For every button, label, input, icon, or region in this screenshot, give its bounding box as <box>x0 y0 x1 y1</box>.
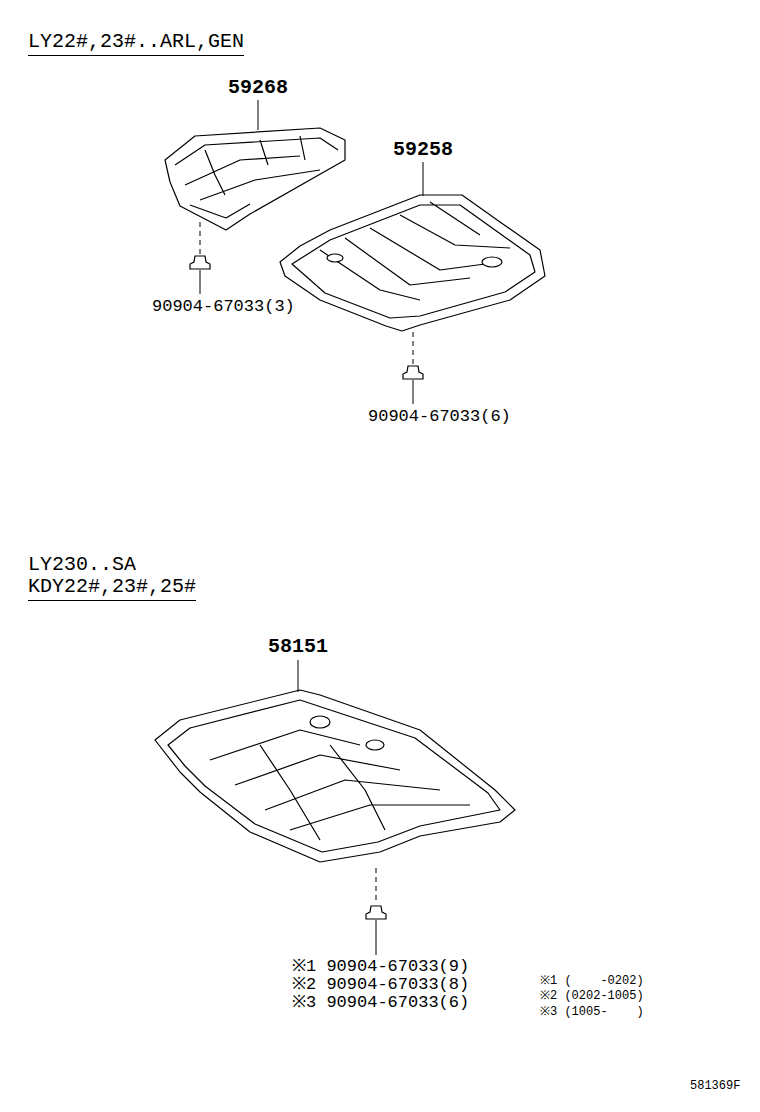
leader-line <box>376 868 377 904</box>
under-cover-plate <box>165 128 345 230</box>
date-note: ※3 (1005- ) <box>540 1006 644 1018</box>
date-note: ※2 (0202-1005) <box>540 990 644 1002</box>
model-heading: KDY22#,23#,25# <box>28 577 196 601</box>
model-heading: LY230..SA <box>28 555 136 575</box>
part-number: 90904-67033(6) <box>368 408 511 425</box>
part-number: 59268 <box>228 78 288 98</box>
clip-symbol <box>190 256 210 269</box>
part-number: ※3 90904-67033(6) <box>292 994 469 1011</box>
part-number: ※2 90904-67033(8) <box>292 976 469 993</box>
leader-line <box>376 920 377 955</box>
model-heading: LY22#,23#..ARL,GEN <box>28 32 244 56</box>
plate-hole <box>366 740 384 750</box>
part-number: 90904-67033(3) <box>152 298 295 315</box>
part-number: 58151 <box>268 637 328 657</box>
plate-hole <box>327 254 343 262</box>
leader-line <box>258 100 259 130</box>
plate-detail <box>292 202 535 318</box>
clip-symbol <box>366 906 386 919</box>
under-cover-plate <box>280 195 545 331</box>
part-number: 59258 <box>393 140 453 160</box>
part-number: ※1 90904-67033(9) <box>292 958 469 975</box>
leader-line <box>298 660 299 692</box>
date-note: ※1 ( -0202) <box>540 975 644 987</box>
leader-line <box>200 222 201 254</box>
figure-code: 581369F <box>690 1080 740 1092</box>
plate-detail <box>168 700 500 852</box>
plate-detail <box>175 136 338 218</box>
leader-line <box>423 162 424 196</box>
engine-under-cover <box>155 690 515 862</box>
clip-symbol <box>403 366 423 379</box>
leader-line <box>413 332 414 364</box>
leader-line <box>200 270 201 294</box>
plate-hole <box>482 257 502 267</box>
plate-hole <box>310 716 330 728</box>
leader-line <box>413 380 414 404</box>
